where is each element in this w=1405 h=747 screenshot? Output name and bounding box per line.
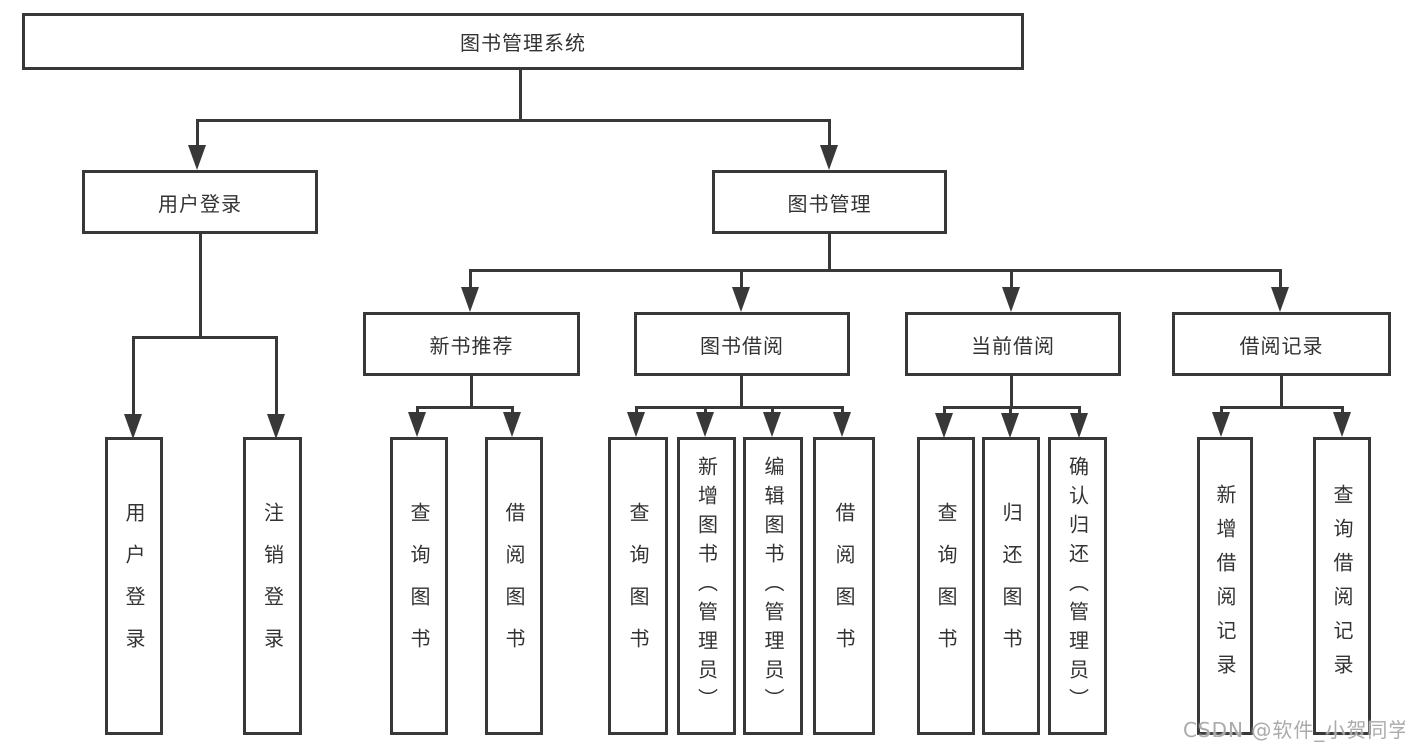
node-label: 新增借阅记录	[1213, 484, 1237, 688]
connector-line	[511, 406, 514, 415]
arrow-down-icon	[763, 412, 781, 437]
node-label: 借阅记录	[1239, 333, 1324, 358]
connector-line	[469, 269, 472, 289]
connector-line	[519, 69, 522, 121]
leaf-return-books: 归还图书	[982, 437, 1040, 735]
connector-line	[1010, 376, 1013, 409]
leaf-edit-books-admin: 编辑图书（管理员）	[743, 437, 803, 735]
connector-line	[1009, 406, 1012, 415]
connector-line	[199, 234, 202, 338]
arrow-down-icon	[1001, 413, 1019, 438]
leaf-query-borrow-record: 查询借阅记录	[1313, 437, 1371, 735]
connector-line	[132, 336, 278, 339]
arrow-down-icon	[696, 412, 714, 437]
node-label: 查询图书	[626, 502, 650, 670]
leaf-borrow-books: 借阅图书	[813, 437, 875, 735]
connector-line	[469, 269, 1282, 272]
arrow-down-icon	[503, 412, 521, 437]
node-label: 注销登录	[260, 502, 285, 670]
arrow-down-icon	[1333, 412, 1351, 437]
node-label: 编辑图书（管理员）	[761, 455, 785, 717]
arrow-down-icon	[267, 414, 285, 439]
connector-line	[416, 406, 514, 409]
connector-line	[1220, 406, 1223, 415]
leaf-query-books-recommend: 查询图书	[390, 437, 448, 735]
connector-line	[943, 406, 946, 415]
arrow-down-icon	[627, 412, 645, 437]
node-label: 用户登录	[122, 502, 146, 670]
node-label: 借阅图书	[502, 502, 526, 670]
node-library-management-system: 图书管理系统	[22, 13, 1024, 70]
leaf-borrow-books-recommend: 借阅图书	[485, 437, 543, 735]
node-label: 确认归还（管理员）	[1065, 455, 1090, 717]
node-label: 图书管理	[787, 191, 872, 216]
connector-line	[828, 119, 831, 147]
connector-line	[828, 234, 831, 272]
connector-line	[1341, 406, 1344, 415]
leaf-query-books-borrowing: 查询图书	[608, 437, 668, 735]
arrow-down-icon	[732, 287, 750, 312]
node-label: 用户登录	[158, 191, 242, 216]
node-user-login: 用户登录	[82, 170, 318, 234]
leaf-confirm-return-admin: 确认归还（管理员）	[1048, 437, 1107, 735]
connector-line	[635, 406, 638, 415]
arrow-down-icon	[820, 145, 838, 170]
node-label: 图书管理系统	[460, 31, 586, 55]
connector-line	[275, 336, 278, 416]
node-current-borrowing: 当前借阅	[905, 312, 1121, 376]
connector-line	[943, 406, 1081, 409]
connector-line	[740, 269, 743, 289]
leaf-add-borrow-record: 新增借阅记录	[1197, 437, 1253, 735]
node-label: 借阅图书	[832, 502, 856, 670]
arrow-down-icon	[935, 413, 953, 438]
leaf-add-books-admin: 新增图书（管理员）	[677, 437, 736, 735]
node-label: 查询图书	[934, 502, 958, 670]
leaf-logout: 注销登录	[243, 437, 302, 735]
node-label: 新书推荐	[429, 333, 514, 358]
node-book-borrowing: 图书借阅	[634, 312, 850, 376]
node-label: 当前借阅	[971, 333, 1055, 358]
csdn-watermark: CSDN @软件_小贺同学	[1183, 718, 1405, 742]
connector-line	[1078, 406, 1081, 415]
arrow-down-icon	[1070, 413, 1088, 438]
connector-line	[1280, 376, 1283, 409]
arrow-down-icon	[188, 145, 206, 170]
arrow-down-icon	[461, 287, 479, 312]
arrow-down-icon	[833, 412, 851, 437]
node-label: 新增图书（管理员）	[694, 455, 719, 717]
connector-line	[1279, 269, 1282, 289]
node-borrowing-records: 借阅记录	[1172, 312, 1391, 376]
connector-line	[1220, 406, 1344, 409]
arrow-down-icon	[1271, 287, 1289, 312]
connector-line	[635, 406, 844, 409]
connector-line	[196, 119, 199, 147]
node-label: 查询图书	[407, 502, 431, 670]
connector-line	[470, 376, 473, 409]
leaf-user-login: 用户登录	[105, 437, 163, 735]
connector-line	[132, 336, 135, 416]
connector-line	[771, 406, 774, 415]
arrow-down-icon	[1212, 412, 1230, 437]
connector-line	[740, 376, 743, 409]
node-new-book-recommendation: 新书推荐	[363, 312, 580, 376]
node-label: 图书借阅	[700, 333, 784, 358]
arrow-down-icon	[1002, 287, 1020, 312]
leaf-query-books-current: 查询图书	[917, 437, 975, 735]
arrow-down-icon	[124, 414, 142, 439]
node-label: 归还图书	[999, 502, 1023, 670]
arrow-down-icon	[408, 412, 426, 437]
node-label: 查询借阅记录	[1330, 484, 1354, 688]
connector-line	[1010, 269, 1013, 289]
node-book-management: 图书管理	[712, 170, 947, 234]
connector-line	[416, 406, 419, 415]
connector-line	[704, 406, 707, 415]
connector-line	[196, 119, 831, 122]
connector-line	[841, 406, 844, 415]
